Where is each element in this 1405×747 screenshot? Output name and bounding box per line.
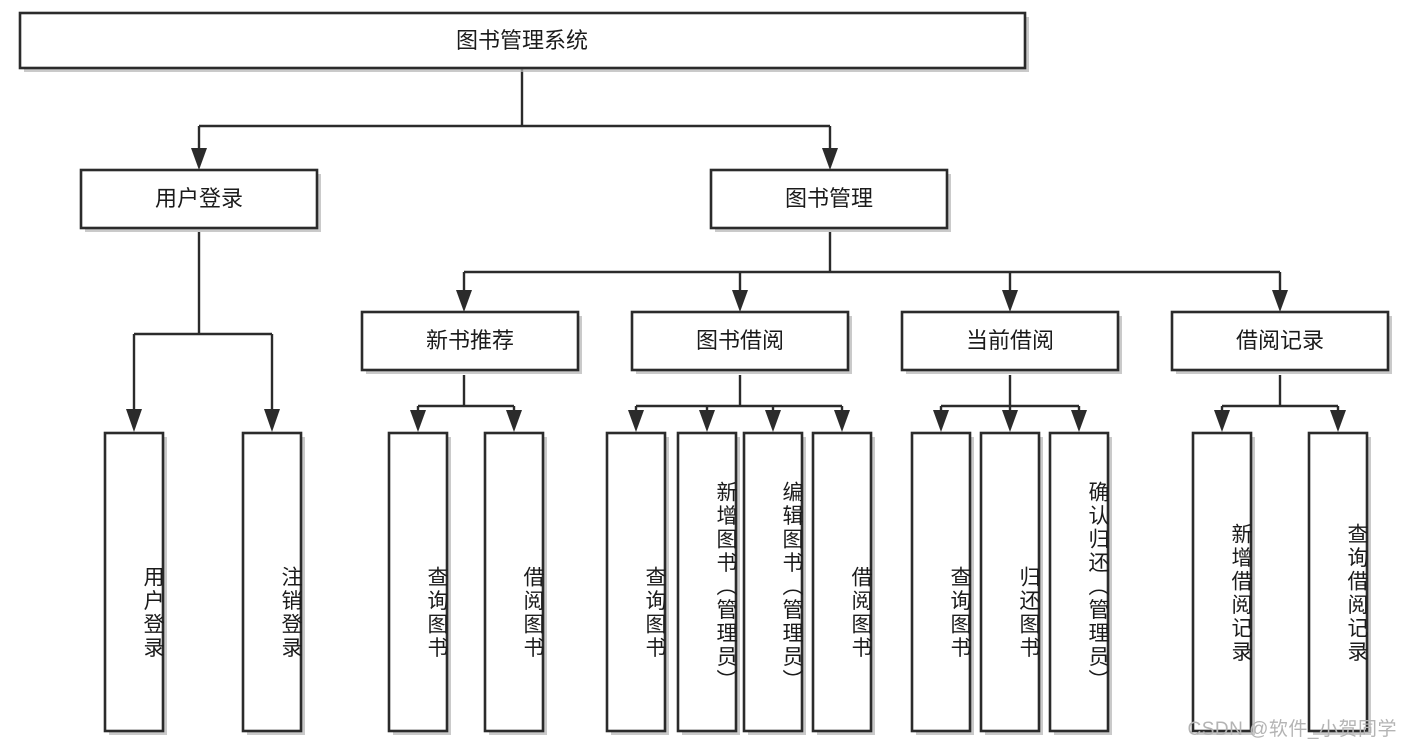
leaf-box-current-borrow-1[interactable] bbox=[910, 431, 972, 733]
arrow-head-to-current-borrow bbox=[1002, 290, 1018, 312]
arrow-head-borrowrecord-leaf-1 bbox=[1214, 410, 1230, 432]
arrow-head-to-book-manage bbox=[822, 148, 838, 170]
leaf-box-borrow-record-2[interactable] bbox=[1307, 431, 1369, 733]
arrow-head-to-borrow-record bbox=[1272, 290, 1288, 312]
leaf-box-book-borrow-4[interactable] bbox=[811, 431, 873, 733]
arrow-head-borrowrecord-leaf-2 bbox=[1330, 410, 1346, 432]
leaf-box-new-book-1[interactable] bbox=[387, 431, 449, 733]
connector-group-root bbox=[191, 69, 838, 170]
node-book-borrow-box[interactable] bbox=[630, 310, 850, 372]
node-new-book-box[interactable] bbox=[360, 310, 580, 372]
leaf-box-user-login-1[interactable] bbox=[103, 431, 165, 733]
leaf-box-current-borrow-2[interactable] bbox=[979, 431, 1041, 733]
node-root-box[interactable] bbox=[18, 11, 1027, 70]
node-root-label: 图书管理系统 bbox=[456, 28, 588, 53]
arrow-head-newbook-leaf-2 bbox=[506, 410, 522, 432]
node-new-book-label: 新书推荐 bbox=[426, 328, 514, 353]
node-book-borrow-label: 图书借阅 bbox=[696, 328, 784, 353]
arrow-head-bookborrow-leaf-3 bbox=[765, 410, 781, 432]
leaf-box-user-login-2[interactable] bbox=[241, 431, 303, 733]
node-user-login-label: 用户登录 bbox=[155, 186, 243, 211]
connector-group-new-book bbox=[410, 375, 522, 432]
connector-group-book-borrow bbox=[628, 375, 850, 432]
node-current-borrow-label: 当前借阅 bbox=[966, 328, 1054, 353]
connector-group-user-login bbox=[126, 232, 280, 432]
watermark-text: CSDN @软件_小贺同学 bbox=[1187, 719, 1397, 740]
arrow-head-bookborrow-leaf-1 bbox=[628, 410, 644, 432]
leaf-box-book-borrow-1[interactable] bbox=[605, 431, 667, 733]
leaf-box-book-borrow-2[interactable] bbox=[676, 431, 738, 733]
arrow-head-userlogin-leaf-2 bbox=[264, 409, 280, 432]
arrow-head-currentborrow-leaf-3 bbox=[1071, 410, 1087, 432]
connector-group-current-borrow bbox=[933, 375, 1087, 432]
node-book-manage-box[interactable] bbox=[709, 168, 949, 230]
leaf-box-new-book-2[interactable] bbox=[483, 431, 545, 733]
node-book-manage-label: 图书管理 bbox=[785, 186, 873, 211]
arrow-head-currentborrow-leaf-2 bbox=[1002, 410, 1018, 432]
node-current-borrow-box[interactable] bbox=[900, 310, 1120, 372]
arrow-head-bookborrow-leaf-4 bbox=[834, 410, 850, 432]
node-user-login-box[interactable] bbox=[79, 168, 319, 230]
arrow-head-to-book-borrow bbox=[732, 290, 748, 312]
arrow-head-newbook-leaf-1 bbox=[410, 410, 426, 432]
node-borrow-record-label: 借阅记录 bbox=[1236, 328, 1324, 353]
leaf-box-current-borrow-3[interactable] bbox=[1048, 431, 1110, 733]
connector-group-book-manage bbox=[456, 232, 1288, 312]
arrow-head-bookborrow-leaf-2 bbox=[699, 410, 715, 432]
arrow-head-currentborrow-leaf-1 bbox=[933, 410, 949, 432]
arrow-head-to-new-book bbox=[456, 290, 472, 312]
arrow-head-userlogin-leaf-1 bbox=[126, 409, 142, 432]
leaf-box-book-borrow-3[interactable] bbox=[742, 431, 804, 733]
leaf-box-borrow-record-1[interactable] bbox=[1191, 431, 1253, 733]
connector-group-borrow-record bbox=[1214, 375, 1346, 432]
node-borrow-record-box[interactable] bbox=[1170, 310, 1390, 372]
arrow-head-to-user-login bbox=[191, 148, 207, 170]
